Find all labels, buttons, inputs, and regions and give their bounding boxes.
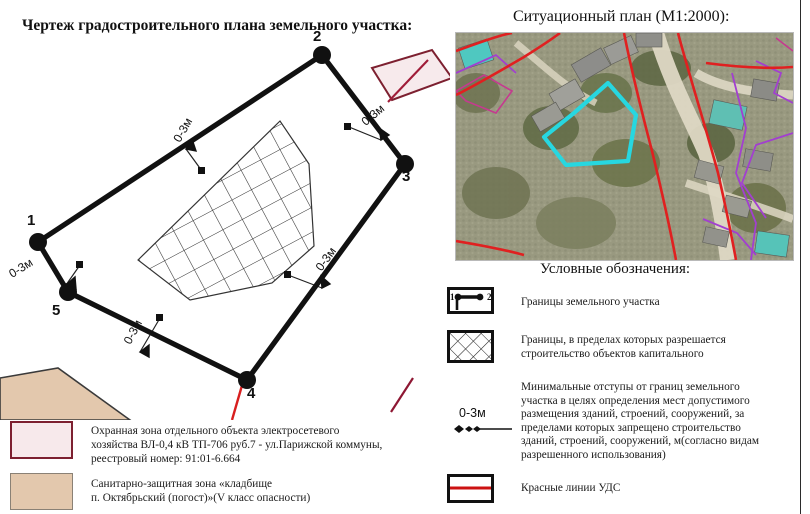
vertex-label-5: 5 <box>52 302 61 319</box>
vertex-1 <box>29 233 47 251</box>
hatch-nodes <box>76 123 351 321</box>
page-title-left: Чертеж градостроительного плана земельно… <box>22 17 413 34</box>
parcel-boundary <box>35 52 408 383</box>
legend-line: участка в целях определения мест допусти… <box>521 394 750 407</box>
swatch-sanitary-zone <box>10 473 73 510</box>
legend-line: п. Октябрьский (погост)»(V класс опаснос… <box>91 492 311 504</box>
red-line-lower-right <box>390 377 414 413</box>
legend-line: Границы земельного участка <box>521 296 660 308</box>
parcel-outline-cyan <box>541 80 639 168</box>
legend-symbol-vertex-1: 1 <box>450 292 455 302</box>
vertex-2 <box>313 46 331 64</box>
vertex-label-3: 3 <box>402 168 411 185</box>
parcel-vertices <box>29 46 414 389</box>
page-title-right: Ситуационный план (М1:2000): <box>513 8 730 25</box>
legend-line: зданий, строений, сооружений, м(согласно… <box>521 435 760 448</box>
legend-line: размещения зданий, строений, сооружений,… <box>521 408 745 421</box>
legend-symbol-hatch-area <box>447 330 494 363</box>
legend-symbol-red-line <box>447 474 494 503</box>
legend-symbol-setback <box>450 423 512 435</box>
protection-zone-polygon <box>370 48 450 102</box>
vertex-label-2: 2 <box>313 28 322 45</box>
legend-symbol-setback-caption: 0-3м <box>459 406 486 420</box>
situational-plan-image <box>455 32 794 261</box>
legend-line: Красные линии УДС <box>521 482 621 494</box>
legend-line: хозяйства ВЛ-0,4 кВ ТП-706 руб.7 - ул.Па… <box>91 439 383 451</box>
setback-arrows <box>64 126 391 359</box>
legend-line: строительство объектов капитального <box>521 347 704 360</box>
vertex-4 <box>238 371 256 389</box>
red-line-right <box>387 59 429 103</box>
red-udc-lines <box>456 33 793 260</box>
buildable-area-hatch <box>137 120 315 301</box>
page-border <box>800 0 801 514</box>
swatch-protection-zone <box>10 421 73 459</box>
legend-text-hatch-area: Границы, в пределах которых разрешается … <box>521 334 726 361</box>
legend-text-setback: Минимальные отступы от границ земельного… <box>521 381 759 463</box>
bottom-legend-text-protection-zone: Охранная зона отдельного объекта электро… <box>91 424 382 466</box>
legend-text-parcel-boundary: Границы земельного участка <box>521 296 660 310</box>
legend-line: Санитарно-защитная зона «кладбище <box>91 478 273 490</box>
vertex-label-4: 4 <box>247 385 256 402</box>
red-line-bottom <box>230 381 245 420</box>
legend-line: реестровый номер: 91:01-6.664 <box>91 453 241 465</box>
legend-line: пределами которых запрещено строительств… <box>521 421 741 434</box>
legend-symbol-vertex-2: 2 <box>487 292 492 302</box>
vertex-label-1: 1 <box>27 212 36 229</box>
legend-line: Границы, в пределах которых разрешается <box>521 334 726 346</box>
legend-line: Охранная зона отдельного объекта электро… <box>91 425 340 437</box>
legend-line: разрешенного использования) <box>521 448 666 461</box>
sanitary-zone-polygon <box>0 367 132 420</box>
vertex-3 <box>396 155 414 173</box>
legend-symbol-parcel-boundary <box>447 287 494 314</box>
legend-line: Минимальные отступы от границ земельного <box>521 381 740 393</box>
bottom-legend-text-sanitary-zone: Санитарно-защитная зона «кладбище п. Окт… <box>91 477 310 505</box>
legend-title: Условные обозначения: <box>540 261 691 277</box>
legend-text-red-line: Красные линии УДС <box>521 482 620 496</box>
plot-drawing: 1 2 3 4 5 0-3м 0-3м 0-3м 0-3м 0-3м <box>0 28 450 420</box>
